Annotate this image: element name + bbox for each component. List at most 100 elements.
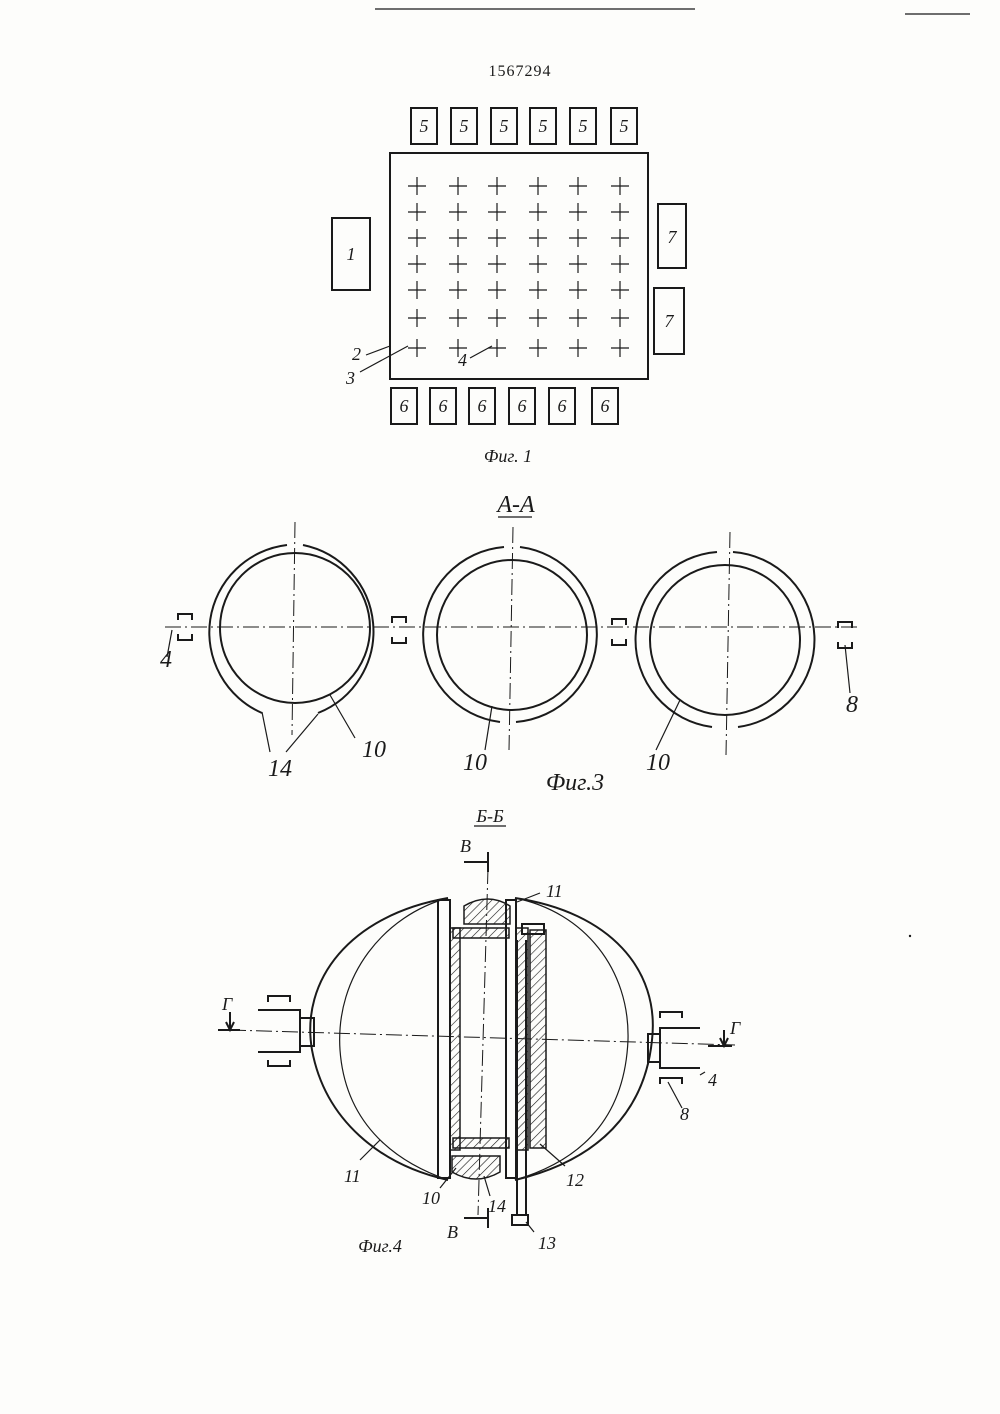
fig1-plus-grid [408, 177, 629, 357]
fig1-plus-mark [529, 309, 547, 327]
fig4-label-14: 14 [488, 1196, 506, 1216]
fig1-box-6-label: 6 [518, 396, 527, 416]
fig1-box-5: 5 [570, 108, 596, 144]
fig1-label-4: 4 [458, 350, 467, 370]
fig1-box-6-label: 6 [400, 396, 409, 416]
fig1-plus-mark [408, 281, 426, 299]
fig1-label-2: 2 [352, 344, 361, 364]
fig1-box-1-label: 1 [347, 244, 356, 264]
fig3-label-14: 14 [268, 756, 292, 782]
fig1-plus-mark [611, 309, 629, 327]
fig4-plate-right [506, 900, 516, 1178]
fig4-label-v-top: В [460, 836, 471, 856]
fig1-plus-mark [569, 339, 587, 357]
fig1-caption: Фиг. 1 [484, 446, 532, 466]
fig4-trunnion-right [660, 1028, 700, 1068]
fig4-label-v-bottom: В [447, 1222, 458, 1242]
fig1-plus-mark [408, 255, 426, 273]
patent-number: 1567294 [489, 63, 552, 80]
fig1-plus-mark [529, 177, 547, 195]
fig1-box-7-upper-label: 7 [668, 227, 678, 247]
fig1-plus-mark [449, 177, 467, 195]
fig4-label-8: 8 [680, 1104, 689, 1124]
fig3-leader-8 [845, 645, 850, 693]
fig4-label-13: 13 [538, 1233, 556, 1253]
fig1-plus-mark [408, 203, 426, 221]
fig1-plus-mark [611, 339, 629, 357]
fig4-label-12: 12 [566, 1170, 584, 1190]
fig3-label-10b: 10 [463, 750, 487, 776]
fig1-box-5: 5 [411, 108, 437, 144]
fig4-caption: Фиг.4 [358, 1236, 402, 1256]
fig1-plus-mark [529, 339, 547, 357]
fig1-plus-mark [611, 281, 629, 299]
fig4-wall-top [453, 928, 509, 938]
fig1-box-6-label: 6 [478, 396, 487, 416]
fig1-box-5-label: 5 [539, 116, 548, 136]
fig1-plus-mark [529, 229, 547, 247]
fig1-plus-mark [408, 309, 426, 327]
fig1-plus-mark [569, 281, 587, 299]
fig4-shell-left-inner [340, 898, 448, 1180]
fig1-plus-mark [408, 229, 426, 247]
fig1-box-6-label: 6 [558, 396, 567, 416]
fig1-plus-mark [449, 203, 467, 221]
fig3-label-10c: 10 [646, 750, 670, 776]
fig1-label-3: 3 [345, 368, 355, 388]
fig4-bearing-right-top [660, 1012, 682, 1018]
fig4-plate-left [438, 900, 450, 1178]
fig1-plus-mark [449, 255, 467, 273]
fig4-label-g-right: Г [729, 1018, 741, 1038]
fig1-plus-mark [569, 177, 587, 195]
fig1-plus-mark [529, 281, 547, 299]
fig4-leader-14 [484, 1176, 490, 1196]
fig1-plus-mark [488, 281, 506, 299]
fig1-box-6: 6 [509, 388, 535, 424]
fig3-drum-3-shell-right [733, 552, 814, 727]
fig4-leader-13 [526, 1222, 534, 1232]
fig1-main-field [390, 153, 648, 379]
fig4-shaft-13-head [512, 1215, 528, 1225]
fig1-box-6-label: 6 [439, 396, 448, 416]
fig4-seal-bottom [452, 1156, 500, 1179]
fig3-label-8: 8 [846, 692, 858, 718]
fig3-drum-1-shell-right [303, 545, 373, 713]
fig3-bearings [178, 614, 852, 648]
fig1-plus-mark [488, 203, 506, 221]
fig1-plus-mark [611, 203, 629, 221]
fig1-box-5: 5 [611, 108, 637, 144]
fig1-box-5: 5 [451, 108, 477, 144]
fig1-plus-mark [611, 229, 629, 247]
figure-3: А-А 4 8 [160, 492, 860, 796]
fig1-box-6: 6 [549, 388, 575, 424]
fig4-wall-left [450, 928, 460, 1150]
fig4-wall-right-b [530, 930, 546, 1148]
fig1-leader-3 [360, 346, 408, 372]
fig1-box-7-lower-label: 7 [665, 311, 675, 331]
fig1-box-6: 6 [592, 388, 618, 424]
fig1-plus-mark [408, 177, 426, 195]
fig1-plus-mark [529, 255, 547, 273]
fig4-leader-12 [540, 1144, 565, 1166]
fig3-drum-3-inner [650, 565, 800, 715]
fig3-leader-10b [485, 706, 492, 750]
fig1-plus-mark [529, 203, 547, 221]
fig4-label-10: 10 [422, 1188, 440, 1208]
fig4-bearing-left-bottom [268, 1060, 290, 1066]
fig4-bearing-left-top [268, 996, 290, 1002]
figure-4: Б-Б В В [218, 806, 741, 1256]
fig1-plus-mark [488, 255, 506, 273]
fig1-box-5-label: 5 [579, 116, 588, 136]
fig3-leader-14a [262, 712, 270, 752]
fig1-box-6-label: 6 [601, 396, 610, 416]
fig1-plus-mark [569, 203, 587, 221]
fig3-drum-2-shell-left [423, 547, 504, 722]
fig1-box-5: 5 [530, 108, 556, 144]
fig1-box-6: 6 [391, 388, 417, 424]
fig4-wall-bottom [453, 1138, 509, 1148]
fig1-box-5-label: 5 [620, 116, 629, 136]
fig1-box-5-label: 5 [460, 116, 469, 136]
fig1-plus-mark [408, 339, 426, 357]
fig1-box-6: 6 [430, 388, 456, 424]
